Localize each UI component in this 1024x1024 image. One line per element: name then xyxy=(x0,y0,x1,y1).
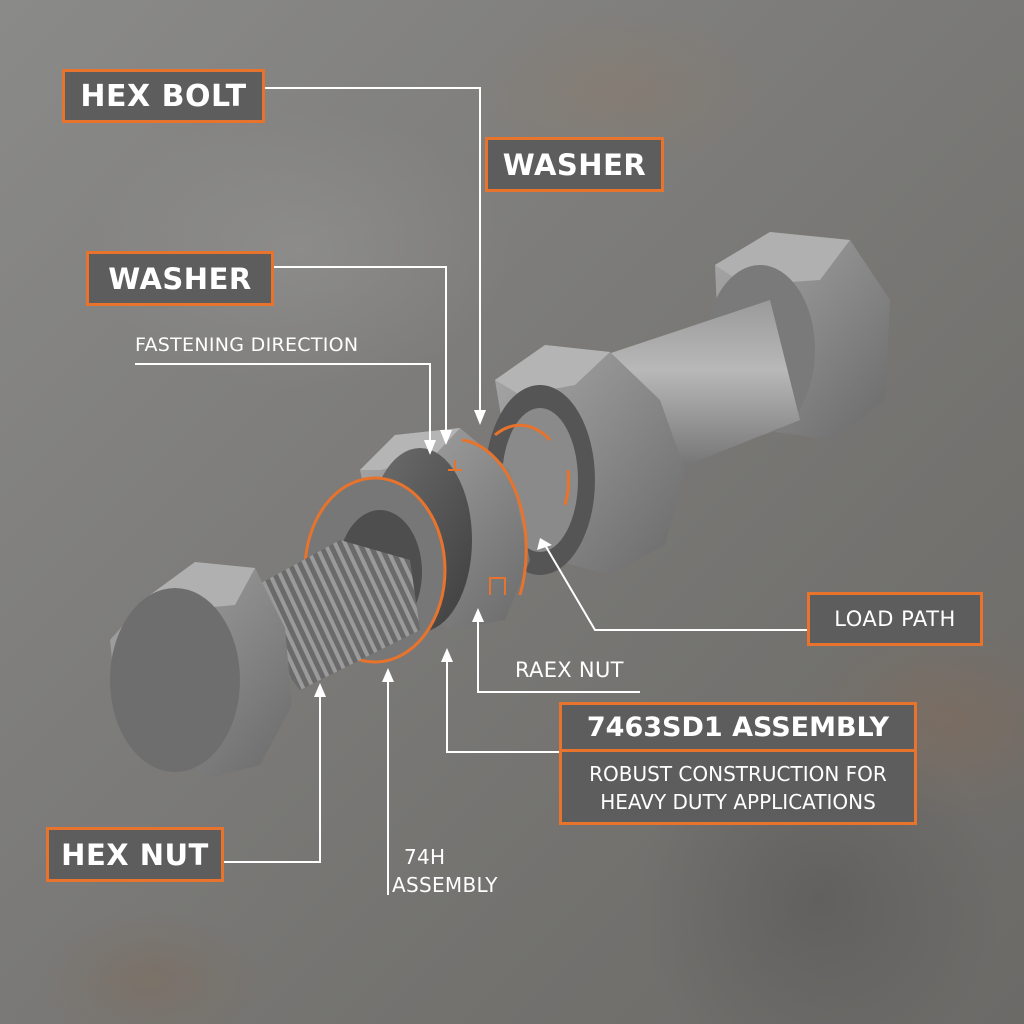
leader-lines xyxy=(135,87,810,895)
assembly-callout: 7463SD1 ASSEMBLY ROBUST CONSTRUCTION FOR… xyxy=(559,702,917,825)
assembly-title: 7463SD1 ASSEMBLY xyxy=(562,705,914,752)
assembly-subtitle: ROBUST CONSTRUCTION FOR HEAVY DUTY APPLI… xyxy=(589,762,887,814)
washer-left-label: WASHER xyxy=(86,251,274,306)
small-assembly-label-line2: ASSEMBLY xyxy=(392,873,498,897)
raex-nut-label: RAEX NUT xyxy=(515,658,624,682)
washer-top-label: WASHER xyxy=(485,137,664,192)
load-path-label: LOAD PATH xyxy=(807,592,983,646)
small-assembly-label-line1: 74H xyxy=(404,845,446,869)
arrowheads xyxy=(314,410,552,697)
fastening-direction-label: FASTENING DIRECTION xyxy=(135,334,359,356)
hex-nut-label: HEX NUT xyxy=(46,827,224,882)
front-hex-head xyxy=(110,562,292,778)
hex-bolt-label: HEX BOLT xyxy=(62,69,265,123)
